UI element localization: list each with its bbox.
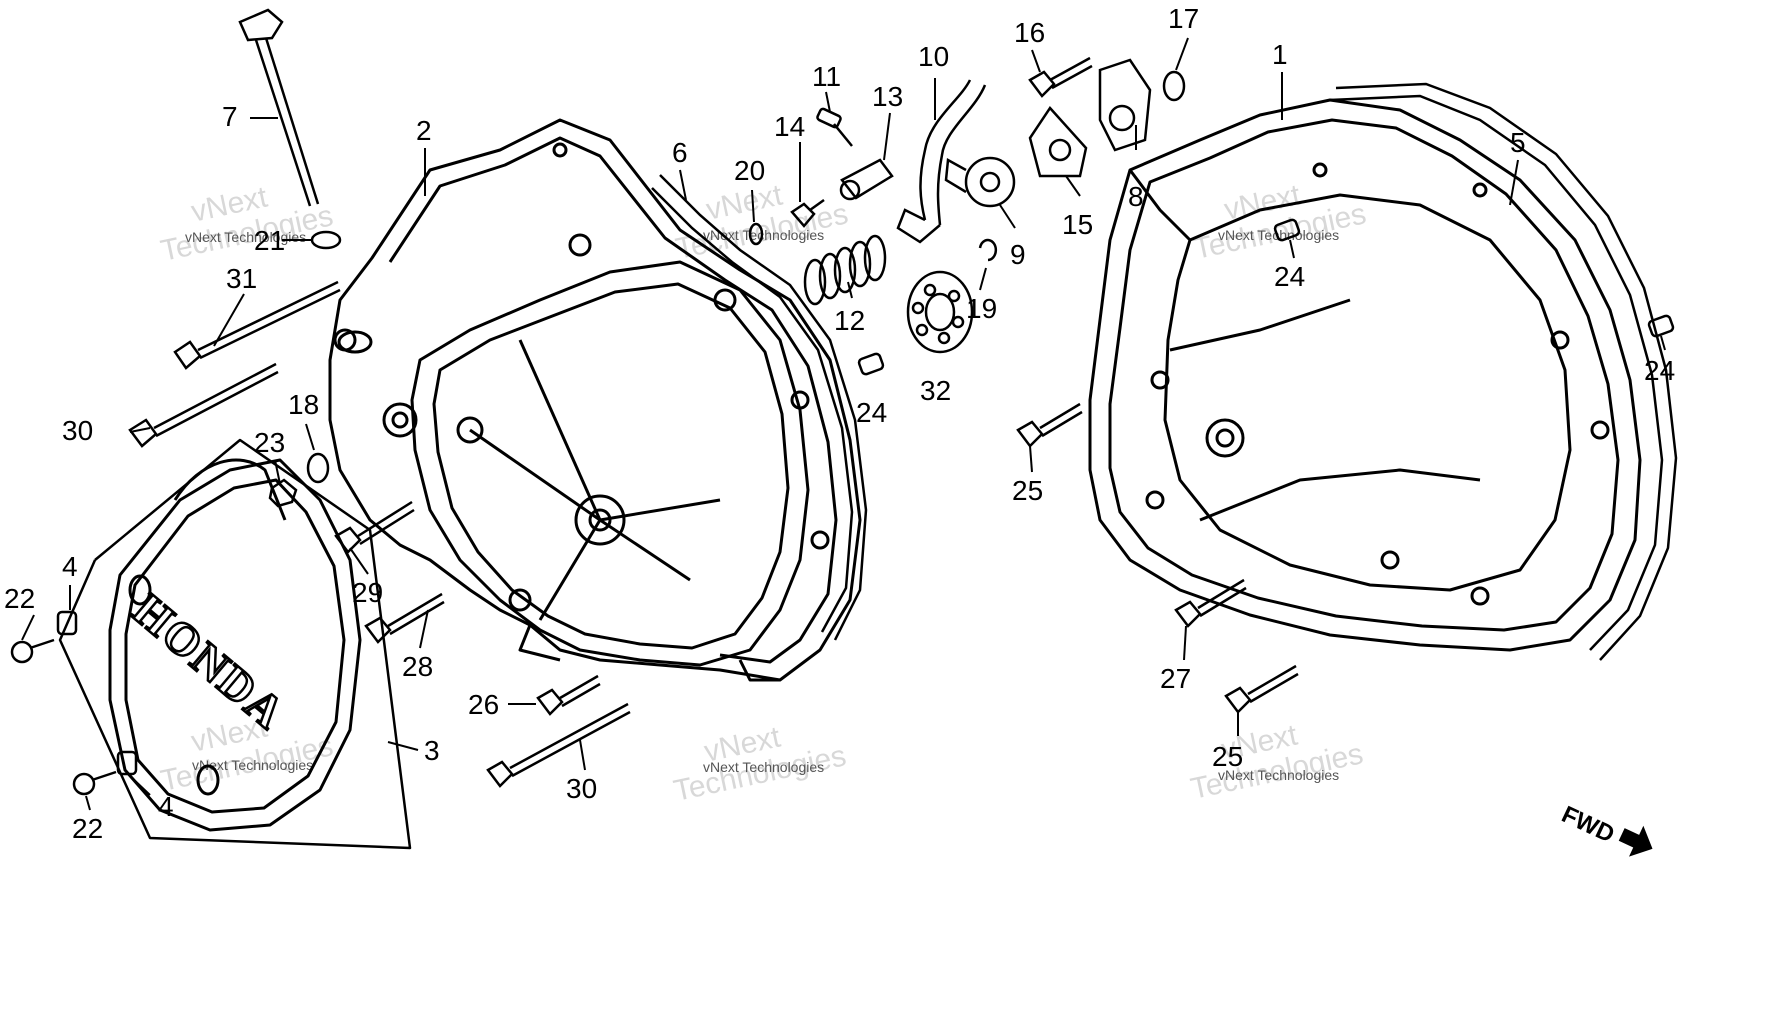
- callout-7: 7: [222, 101, 238, 132]
- part-gasket-cover: [652, 175, 866, 640]
- callout-9: 9: [1010, 239, 1026, 270]
- leader-lines: [21, 37, 1666, 811]
- part-bolt-14: [792, 200, 824, 226]
- callout-20: 20: [734, 155, 765, 186]
- watermark-small: vNext Technologies: [703, 759, 824, 775]
- watermark-small: vNext Technologies: [703, 227, 824, 243]
- callout-3: 3: [424, 735, 440, 766]
- fwd-indicator: FWD: [1557, 801, 1653, 857]
- callout-10: 10: [918, 41, 949, 72]
- forward-arrow-icon: [1618, 825, 1653, 857]
- callout-6: 6: [672, 137, 688, 168]
- watermark-small: vNext Technologies: [192, 757, 313, 773]
- callout-25: 25: [1212, 741, 1243, 772]
- callout-17: 17: [1168, 3, 1199, 34]
- callouts: 1 2 3 4 4 5 6 7 8 9 10 11 12 13 14 15 16…: [4, 3, 1675, 844]
- callout-13: 13: [872, 81, 903, 112]
- callout-15: 15: [1062, 209, 1093, 240]
- callout-24: 24: [1274, 261, 1305, 292]
- part-bolt-27: [1176, 580, 1246, 626]
- callout-32: 32: [920, 375, 951, 406]
- callout-8: 8: [1128, 181, 1144, 212]
- part-arm-8: [1100, 60, 1150, 150]
- part-right-crankcase-cover: [330, 120, 860, 680]
- callout-25: 25: [1012, 475, 1043, 506]
- part-o-ring-20: [750, 224, 762, 244]
- part-washer-17: [1164, 72, 1184, 100]
- part-frame-gasket: [1330, 84, 1676, 660]
- callout-22: 22: [72, 813, 103, 844]
- part-o-ring-21: [312, 232, 340, 248]
- part-dowel-4-lower: [118, 752, 136, 774]
- callout-31: 31: [226, 263, 257, 294]
- callout-23: 23: [254, 427, 285, 458]
- part-lever-10: [898, 80, 985, 242]
- part-dowel-24-mid: [858, 353, 884, 376]
- part-generator-cover: [60, 440, 410, 848]
- callout-18: 18: [288, 389, 319, 420]
- callout-4: 4: [62, 551, 78, 582]
- part-bolt-25-upper: [1018, 404, 1082, 446]
- part-cam-9: [946, 158, 1014, 206]
- part-nut-23: [270, 480, 296, 506]
- part-lifter-13: [841, 160, 892, 199]
- part-washer-18: [308, 454, 328, 482]
- part-screw-22-upper: [12, 640, 54, 662]
- part-bolt-31: [175, 282, 340, 368]
- callout-16: 16: [1014, 17, 1045, 48]
- fwd-label: FWD: [1557, 801, 1618, 849]
- part-bolt-30-lower: [488, 704, 630, 786]
- callout-30: 30: [62, 415, 93, 446]
- part-dowel-24-frame: [1274, 219, 1300, 242]
- cover-logo: HONDA: [124, 584, 296, 740]
- part-bolt-26: [538, 676, 600, 714]
- part-bolt-29: [336, 502, 414, 552]
- part-circlip-19: [980, 240, 996, 260]
- watermark-small: vNext Technologies: [1218, 767, 1339, 783]
- callout-22: 22: [4, 583, 35, 614]
- watermark-small: vNext Technologies: [1218, 227, 1339, 243]
- part-bolt-30-upper: [130, 364, 278, 446]
- part-crankcase-frame: [1090, 100, 1640, 650]
- callout-21: 21: [254, 225, 285, 256]
- callout-26: 26: [468, 689, 499, 720]
- callout-14: 14: [774, 111, 805, 142]
- callout-24: 24: [856, 397, 887, 428]
- callout-30: 30: [566, 773, 597, 804]
- part-dipstick: [240, 10, 318, 206]
- callout-11: 11: [812, 61, 841, 92]
- callout-29: 29: [352, 577, 383, 608]
- callout-27: 27: [1160, 663, 1191, 694]
- callout-1: 1: [1272, 39, 1288, 70]
- callout-28: 28: [402, 651, 433, 682]
- callout-2: 2: [416, 115, 432, 146]
- part-dowel-4-upper: [58, 612, 76, 634]
- callout-5: 5: [1510, 127, 1526, 158]
- part-pin-11: [816, 108, 852, 146]
- callout-19: 19: [966, 293, 997, 324]
- part-bearing-32: [908, 272, 972, 352]
- callout-24: 24: [1644, 355, 1675, 386]
- part-dowel-24-right: [1648, 315, 1674, 338]
- part-bolt-16: [1030, 58, 1092, 96]
- callout-12: 12: [834, 305, 865, 336]
- part-screw-22-lower: [74, 772, 116, 794]
- watermark-small: vNext Technologies: [185, 229, 306, 245]
- part-bolt-28: [366, 594, 444, 642]
- part-spring-12: [805, 236, 885, 304]
- callout-4: 4: [158, 791, 174, 822]
- part-bolt-25-lower: [1226, 666, 1298, 712]
- part-plate-15: [1030, 108, 1086, 176]
